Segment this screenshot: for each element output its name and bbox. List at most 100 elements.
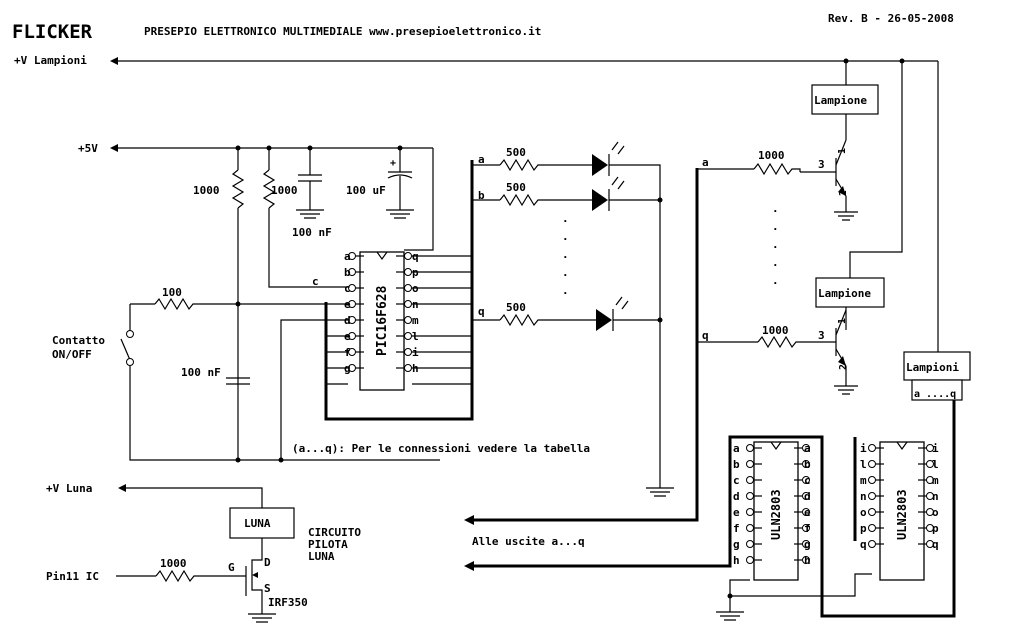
bjt-pin: 1 — [837, 318, 848, 324]
pin-circle — [802, 460, 810, 468]
pin-circle — [404, 348, 412, 356]
lampioni-box — [903, 351, 971, 381]
ground-icon — [834, 211, 858, 221]
led-icon — [592, 189, 608, 211]
cap-plus: + — [390, 158, 396, 169]
luna-label: LUNA — [244, 517, 271, 530]
bjt-pin: 2 — [838, 190, 849, 196]
pin-circle — [746, 476, 754, 484]
resistor-value: 1000 — [271, 184, 298, 197]
bjt-pin: 1 — [837, 148, 848, 154]
emitter-arrow-icon — [838, 356, 846, 366]
switch-lever — [120, 338, 131, 361]
ellipsis: . — [562, 248, 569, 261]
pin-circle — [348, 316, 356, 324]
resistor — [155, 569, 246, 583]
ground-icon — [716, 611, 744, 621]
v5-label: +5V — [78, 142, 98, 155]
pin-circle — [926, 444, 934, 452]
pin-circle — [868, 492, 876, 500]
pin-circle — [746, 524, 754, 532]
resistor-value: 1000 — [758, 149, 785, 162]
cap-value: 100 nF — [181, 366, 221, 379]
pin-label: e — [733, 506, 740, 519]
pin-label: e — [344, 298, 351, 311]
arrow-left-icon — [110, 144, 118, 152]
resistor-value: 500 — [506, 181, 526, 194]
pin-circle — [746, 444, 754, 452]
mosfet-label: IRF350 — [268, 596, 308, 609]
pin-circle — [404, 300, 412, 308]
pin-label: l — [932, 458, 939, 471]
pin-label: q — [932, 538, 939, 551]
resistor-value: 500 — [506, 301, 526, 314]
v-luna-label: +V Luna — [46, 482, 92, 495]
arrow-left-icon — [110, 57, 118, 65]
bus-label: a — [702, 156, 709, 169]
bjt-pin: 3 — [818, 329, 825, 342]
uln-chip — [879, 441, 925, 581]
lampione-box — [815, 277, 885, 308]
resistor — [262, 169, 276, 209]
chip-notch-icon — [896, 441, 908, 451]
pin-circle — [868, 460, 876, 468]
ellipsis: . — [562, 284, 569, 297]
pin-c-label: c — [312, 275, 319, 288]
lampioni-label: Lampioni — [906, 361, 959, 374]
table-note: (a...q): Per le connessioni vedere la ta… — [292, 442, 590, 455]
pin-circle — [746, 540, 754, 548]
pin-label: n — [860, 490, 867, 503]
pin-circle — [746, 556, 754, 564]
pin-circle — [746, 492, 754, 500]
pin-circle — [868, 476, 876, 484]
pin-circle — [926, 492, 934, 500]
pin-label: c — [804, 474, 811, 487]
pin-label: n — [932, 490, 939, 503]
pin-circle — [348, 252, 356, 260]
pin-label: m — [412, 314, 419, 327]
pin-label: f — [804, 522, 811, 535]
chip-notch-icon — [770, 441, 782, 451]
emitter-arrow-icon — [838, 186, 846, 196]
mosfet-pin: S — [264, 582, 271, 595]
resistor — [499, 158, 592, 172]
bus-label: q — [478, 305, 485, 318]
ellipsis: . — [772, 274, 779, 287]
cap-value: 100 uF — [346, 184, 386, 197]
pin-circle — [868, 444, 876, 452]
pin-label: p — [932, 522, 939, 535]
resistor-value: 1000 — [762, 324, 789, 337]
led-icon — [592, 154, 608, 176]
uln-label: ULN2803 — [769, 489, 783, 540]
pin-label: d — [733, 490, 740, 503]
chip-notch-icon — [376, 251, 388, 261]
uln-label: ULN2803 — [895, 489, 909, 540]
pin-circle — [926, 476, 934, 484]
ground-icon — [296, 209, 324, 219]
pin-label: q — [860, 538, 867, 551]
pin-label: a — [804, 442, 811, 455]
ellipsis: . — [772, 256, 779, 269]
pin-label: c — [733, 474, 740, 487]
pin-label: b — [344, 266, 351, 279]
luna-desc: LUNA — [308, 550, 335, 563]
switch-contact — [126, 330, 134, 338]
pin-circle — [404, 268, 412, 276]
ellipsis: . — [562, 212, 569, 225]
pin-label: a — [344, 250, 351, 263]
switch-label: Contatto — [52, 334, 105, 347]
pin-circle — [926, 524, 934, 532]
resistor-value: 1000 — [193, 184, 220, 197]
pin-circle — [802, 508, 810, 516]
resistor-value: 500 — [506, 146, 526, 159]
arrow-left-icon — [118, 484, 126, 492]
pin-label: p — [860, 522, 867, 535]
mosfet-pin: G — [228, 561, 235, 574]
lampione-label: Lampione — [814, 94, 867, 107]
pin-circle — [348, 348, 356, 356]
resistor — [231, 169, 245, 209]
pin-label: e — [804, 506, 811, 519]
cap-value: 100 nF — [292, 226, 332, 239]
pin-label: h — [733, 554, 740, 567]
